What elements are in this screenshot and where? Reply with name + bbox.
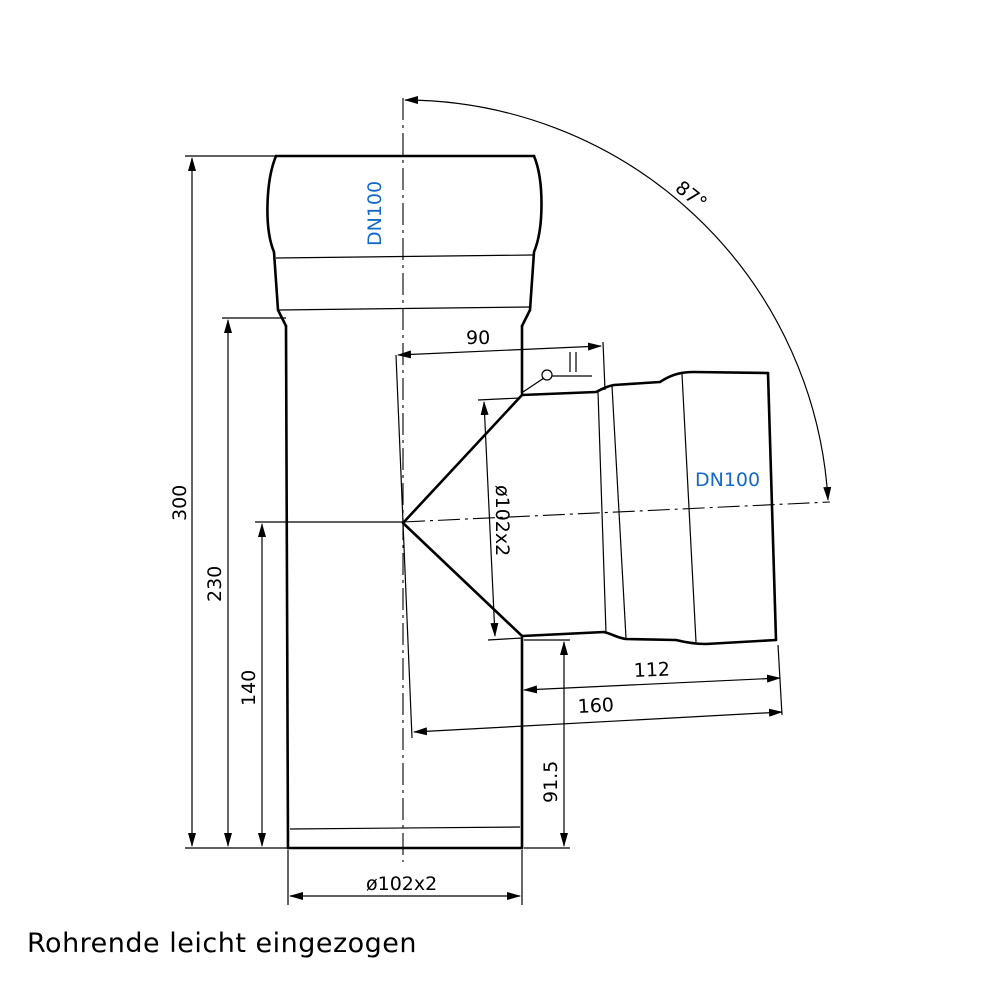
dim-230-label: 230 — [204, 566, 226, 602]
branch-nominal-label: DN100 — [695, 469, 760, 491]
branch-pipe — [401, 370, 778, 646]
angle-dimension — [404, 96, 832, 501]
center-lines — [395, 98, 831, 862]
dimension-140 — [255, 521, 403, 847]
dimension-230 — [222, 317, 286, 847]
main-diameter-label: ø102x2 — [366, 873, 437, 895]
dim-91-5-label: 91.5 — [540, 761, 562, 803]
dimension-300 — [185, 155, 288, 849]
dim-112-label: 112 — [633, 658, 670, 682]
weld-symbol-icon — [522, 352, 592, 393]
dimension-91-5 — [524, 639, 570, 849]
dimension-90 — [397, 341, 606, 391]
main-nominal-label: DN100 — [364, 181, 386, 246]
dimension-main-diameter — [287, 850, 523, 905]
drawing-note: Rohrende leicht eingezogen — [27, 928, 417, 959]
dimension-branch-diameter — [477, 397, 523, 641]
dim-90-label: 90 — [466, 327, 490, 349]
dim-160-label: 160 — [577, 694, 614, 718]
dimension-160 — [413, 708, 783, 736]
dim-300-label: 300 — [169, 485, 191, 521]
branch-diameter-label: ø102x2 — [491, 485, 513, 556]
angle-label: 87° — [671, 177, 711, 215]
dim-140-label: 140 — [238, 670, 260, 706]
